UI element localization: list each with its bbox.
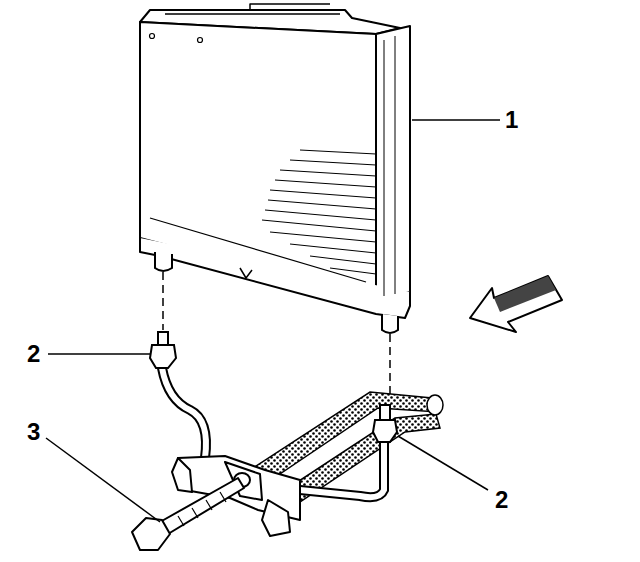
pipe-fittings xyxy=(150,332,397,442)
callout-number: 2 xyxy=(494,488,509,512)
cooler-fittings xyxy=(155,252,398,333)
shading xyxy=(262,36,395,296)
direction-arrow xyxy=(470,276,562,332)
callout-number: 1 xyxy=(504,108,519,132)
callout-number: 3 xyxy=(26,420,41,444)
alignment-lines xyxy=(163,272,390,400)
cooler xyxy=(140,4,410,318)
bracket xyxy=(172,456,300,536)
callout-number: 2 xyxy=(26,342,41,366)
leader-lines xyxy=(46,120,500,522)
